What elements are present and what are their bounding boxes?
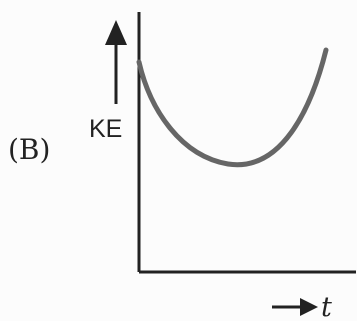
x-axis-label: t — [321, 292, 332, 321]
y-axis-arrow-head — [105, 20, 127, 45]
panel-label: (B) — [8, 133, 50, 166]
y-axis-label: KE — [89, 115, 122, 143]
x-axis-arrow-head — [300, 298, 318, 316]
kinetic-energy-curve — [136, 47, 329, 168]
